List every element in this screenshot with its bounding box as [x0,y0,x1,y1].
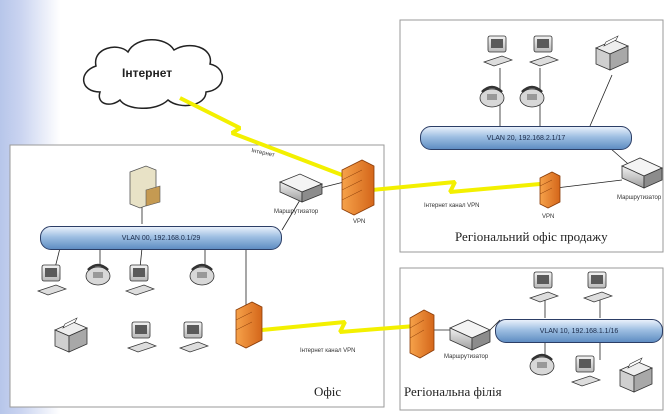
branch-vpn-firewall-icon [409,309,435,359]
office-zone-label: Офіс [314,384,342,399]
office-pc-4-icon [178,321,210,353]
sales-office-zone-label: Регіональний офіс продажу [455,229,608,244]
office-vlan-bus: VLAN 00, 192.168.0.1/29 [40,226,282,250]
sales-vlan-label: VLAN 20, 192.168.2.1/17 [486,134,566,142]
sales-vpn-firewall-icon [539,171,561,209]
sales-drop-3 [589,74,613,127]
office-phone-1-icon [85,263,111,286]
office-vlan-label: VLAN 00, 192.168.0.1/29 [121,234,201,242]
office-router-label: Маршрутизатор [274,209,319,215]
sales-link-vpn [555,179,623,189]
office-vpn-label: VPN [353,219,366,225]
sales-vpn-channel-label: Інтернет канал VPN [424,203,480,209]
branch-vlan-bus: VLAN 10, 192.168.1.1/16 [495,319,663,343]
sales-phone-1-icon [479,85,505,108]
branch-pc-3-icon [570,355,602,387]
vpn-link-branch [261,320,416,334]
office-vpn-channel-label: Інтернет канал VPN [300,348,356,354]
sales-pc-1-icon [482,35,514,67]
office-router-icon [278,173,324,203]
sales-router-icon [621,157,663,189]
vpn-link-sales [371,180,541,194]
office-link-router [281,199,301,231]
office-vpn-firewall-icon [341,159,375,216]
sales-router-label: Маршрутизатор [617,195,662,201]
office-branch-firewall-icon [235,301,263,349]
office-pc-1-icon [36,264,68,296]
sales-vpn-label: VPN [542,214,555,220]
sales-printer-icon [595,35,629,71]
branch-printer-icon [619,357,653,393]
branch-router-icon [449,319,491,351]
branch-phone-1-icon [529,353,555,376]
internet-cloud [83,39,223,109]
sales-vlan-bus: VLAN 20, 192.168.2.1/17 [420,126,632,150]
sales-phone-2-icon [519,85,545,108]
office-printer-icon [54,317,88,353]
branch-router-label: Маршрутизатор [444,354,489,360]
office-pc-2-icon [124,264,156,296]
server-icon [129,165,161,209]
office-pc-3-icon [126,321,158,353]
sales-pc-2-icon [528,35,560,67]
office-phone-2-icon [189,263,215,286]
branch-pc-1-icon [528,271,560,303]
branch-pc-2-icon [582,271,614,303]
internet-link [179,96,351,180]
branch-zone-label: Регіональна філія [404,384,502,399]
branch-vlan-label: VLAN 10, 192.168.1.1/16 [539,327,619,335]
internet-cloud-label: Інтернет [122,66,173,80]
